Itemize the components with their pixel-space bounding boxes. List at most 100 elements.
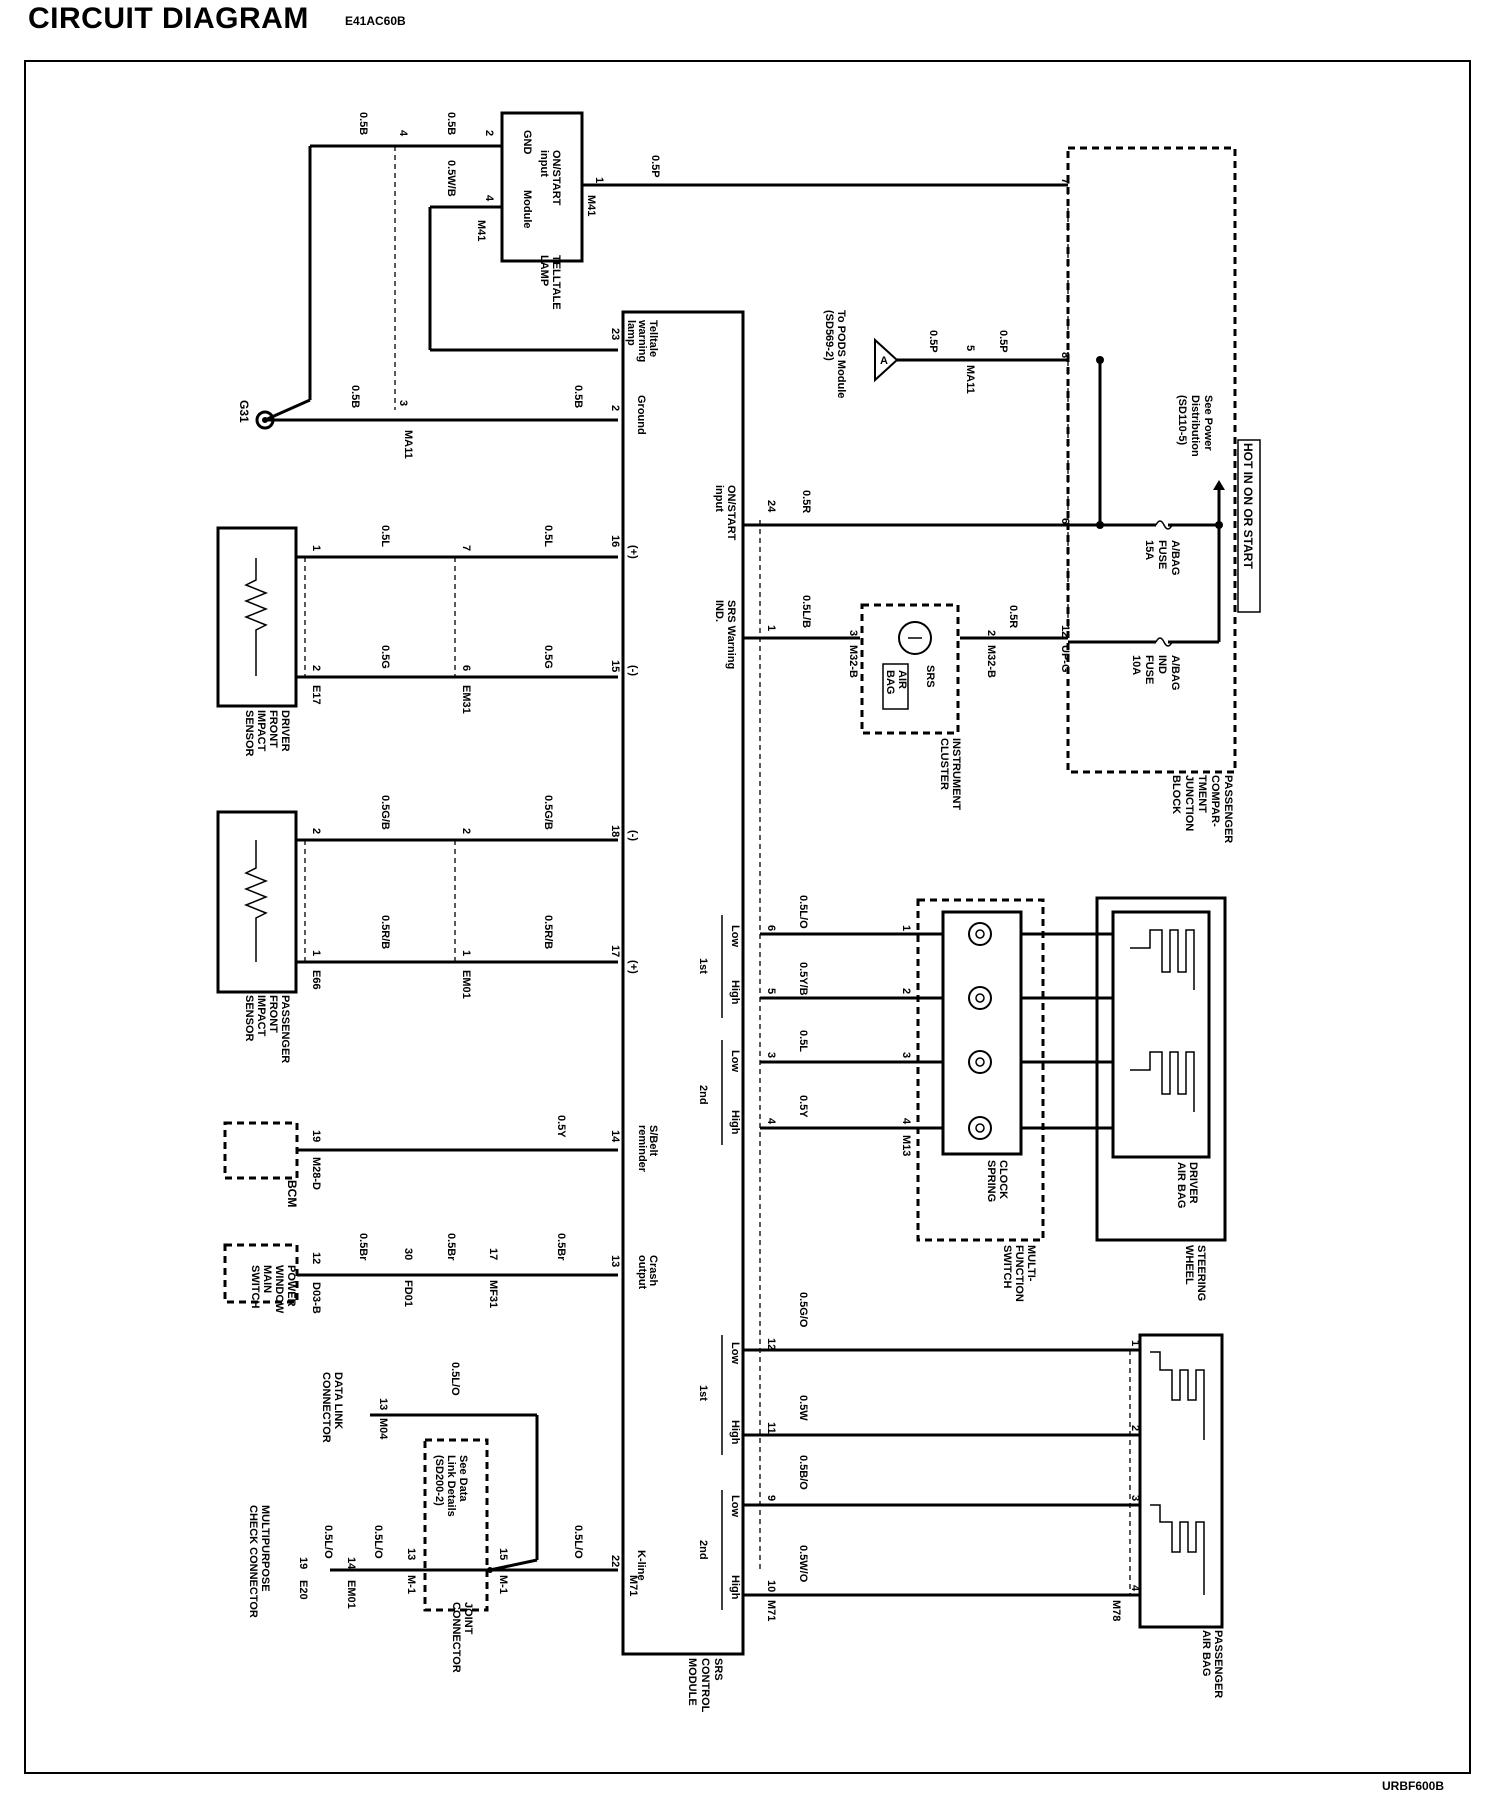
svg-text:K-line: K-line xyxy=(635,1550,647,1581)
svg-text:MF31: MF31 xyxy=(487,1280,499,1308)
svg-text:2nd: 2nd xyxy=(697,1085,709,1105)
bcm: BCM 19 M28-D 0.5Y xyxy=(223,1115,618,1207)
svg-text:Low: Low xyxy=(729,1342,741,1364)
svg-text:PASSENGER: PASSENGER xyxy=(1222,775,1234,843)
passenger-sensor-label: PASSENGER FRONT IMPACT SENSOR xyxy=(243,995,291,1063)
svg-text:POWER: POWER xyxy=(285,1265,297,1307)
svg-text:0.5Y: 0.5Y xyxy=(555,1115,567,1138)
svg-text:SRS Warning: SRS Warning xyxy=(725,600,737,669)
junction-block-label: PASSENGER COMPAR- TMENT JUNCTION BLOCK xyxy=(1170,775,1234,843)
svg-text:0.5P: 0.5P xyxy=(927,330,939,353)
svg-text:0.5G: 0.5G xyxy=(542,645,554,669)
svg-text:4: 4 xyxy=(900,1118,912,1125)
svg-text:FUSE: FUSE xyxy=(1156,540,1168,569)
svg-text:AIR BAG: AIR BAG xyxy=(1200,1630,1212,1676)
svg-text:To PODS Module: To PODS Module xyxy=(835,310,847,398)
svg-text:2: 2 xyxy=(609,405,621,411)
svg-text:BCM: BCM xyxy=(285,1180,299,1207)
svg-text:M71: M71 xyxy=(765,1600,777,1621)
svg-text:BLOCK: BLOCK xyxy=(1170,775,1182,814)
svg-text:0.5Y: 0.5Y xyxy=(797,1095,809,1118)
svg-text:0.5L/O: 0.5L/O xyxy=(449,1362,461,1396)
ground-icon xyxy=(255,410,275,430)
svg-text:(SD110-5): (SD110-5) xyxy=(1176,395,1188,445)
svg-text:0.5B: 0.5B xyxy=(445,112,457,135)
svg-text:PASSENGER: PASSENGER xyxy=(1212,1630,1224,1698)
fuse-15a: A/BAG FUSE 15A xyxy=(1143,520,1219,575)
svg-text:2: 2 xyxy=(900,988,912,994)
srs-control-module: SRS CONTROL MODULE Telltale warning lamp… xyxy=(609,310,777,1713)
driver-sensor-label: DRIVER FRONT IMPACT SENSOR xyxy=(243,710,291,757)
svg-text:M13: M13 xyxy=(900,1135,912,1156)
svg-text:6: 6 xyxy=(1059,518,1071,524)
svg-text:DRIVER: DRIVER xyxy=(279,710,291,752)
clock-spring-label: CLOCK SPRING xyxy=(985,1160,1009,1202)
svg-text:12: 12 xyxy=(765,1338,777,1350)
joint-label: JOINT CONNECTOR xyxy=(450,1602,474,1673)
svg-text:lamp: lamp xyxy=(625,320,637,346)
svg-text:output: output xyxy=(636,1255,648,1290)
svg-text:SPRING: SPRING xyxy=(985,1160,997,1202)
svg-text:INSTRUMENT: INSTRUMENT xyxy=(950,738,962,810)
svg-text:23: 23 xyxy=(609,328,621,340)
pods-label: To PODS Module (SD569-2) xyxy=(823,310,847,398)
svg-text:M32-B: M32-B xyxy=(985,645,997,678)
svg-text:PASSENGER: PASSENGER xyxy=(279,995,291,1063)
svg-text:1: 1 xyxy=(765,625,777,631)
diagram-border xyxy=(24,60,1471,1774)
clock-spring-coil-icons xyxy=(968,922,992,1140)
svg-text:0.5L/O: 0.5L/O xyxy=(322,1525,334,1559)
svg-text:Low: Low xyxy=(729,1050,741,1072)
multipurpose-check-connector: 19 E20 14 EM01 0.5L/O 0.5L/O MULTIPURPOS… xyxy=(247,1505,384,1618)
svg-text:6: 6 xyxy=(765,925,777,931)
passenger-front-impact-sensor: PASSENGER FRONT IMPACT SENSOR 2 1 E66 2 … xyxy=(216,795,618,1063)
svg-text:High: High xyxy=(729,980,741,1005)
see-data-link-label: See Data Link Details (SD200-2) xyxy=(433,1455,469,1517)
svg-text:ON/START: ON/START xyxy=(725,485,737,541)
fuse-10a: A/BAG IND FUSE 10A xyxy=(1130,637,1219,690)
telltale-label: TELLTALE LAMP xyxy=(538,255,562,310)
svg-text:IMPACT: IMPACT xyxy=(255,995,267,1037)
svg-text:12: 12 xyxy=(1059,625,1071,637)
svg-text:Distribution: Distribution xyxy=(1189,395,1201,457)
svg-text:reminder: reminder xyxy=(636,1125,648,1173)
svg-text:A: A xyxy=(880,355,888,367)
svg-text:18: 18 xyxy=(609,825,621,837)
power-window-label: POWER WINDOW MAIN SWITCH xyxy=(249,1265,297,1314)
svg-text:15: 15 xyxy=(609,660,621,672)
svg-text:SRS: SRS xyxy=(924,665,936,688)
footer-code: URBF600B xyxy=(1382,1779,1445,1793)
svg-text:Low: Low xyxy=(729,925,741,947)
svg-text:See Data: See Data xyxy=(457,1455,469,1502)
svg-text:0.5B/O: 0.5B/O xyxy=(797,1455,809,1490)
svg-text:10: 10 xyxy=(765,1580,777,1592)
svg-text:11: 11 xyxy=(765,1422,777,1434)
hot-label-box xyxy=(1237,439,1261,613)
steering-wheel-label: STEERING WHEEL xyxy=(1183,1245,1207,1301)
svg-text:High: High xyxy=(729,1110,741,1135)
svg-text:High: High xyxy=(729,1420,741,1445)
svg-text:FRONT: FRONT xyxy=(267,710,279,748)
svg-text:10A: 10A xyxy=(1130,655,1142,675)
svg-text:24: 24 xyxy=(765,500,777,513)
svg-text:14: 14 xyxy=(609,1130,621,1143)
svg-text:DRIVER: DRIVER xyxy=(1187,1162,1199,1204)
svg-text:E20: E20 xyxy=(297,1580,309,1600)
svg-text:0.5L: 0.5L xyxy=(542,525,554,547)
svg-text:(+): (+) xyxy=(627,960,639,974)
svg-text:3: 3 xyxy=(397,400,409,406)
instrument-cluster: SRS AIR BAG INSTRUMENT CLUSTER 0.5L/B 0.… xyxy=(743,595,1071,810)
svg-text:MA11: MA11 xyxy=(964,365,976,394)
svg-text:Low: Low xyxy=(729,1495,741,1517)
svg-text:JUNCTION: JUNCTION xyxy=(1183,775,1195,831)
svg-text:UP-G: UP-G xyxy=(1059,645,1071,673)
svg-text:IMPACT: IMPACT xyxy=(255,710,267,752)
svg-text:4: 4 xyxy=(397,130,409,137)
hot-label: HOT IN ON OR START xyxy=(1241,443,1255,569)
svg-text:DATA LINK: DATA LINK xyxy=(332,1372,344,1429)
svg-text:13: 13 xyxy=(377,1398,389,1410)
srs-lamp-icon xyxy=(898,621,932,655)
svg-text:5: 5 xyxy=(964,345,976,351)
svg-text:0.5Y/B: 0.5Y/B xyxy=(797,962,809,996)
svg-text:0.5R: 0.5R xyxy=(1007,605,1019,628)
